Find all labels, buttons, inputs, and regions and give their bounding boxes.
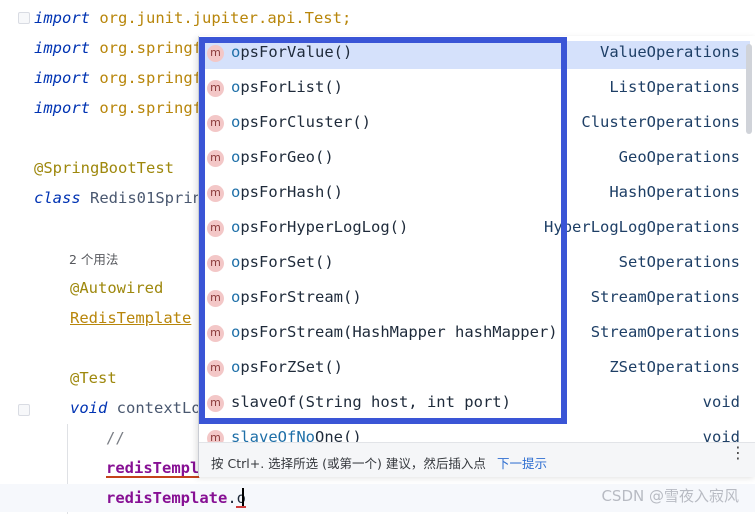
code-line-stmt-2[interactable]: redisTemplate.o — [106, 489, 246, 507]
fold-marker[interactable] — [18, 404, 30, 416]
completion-item-signature: opsForCluster() — [231, 113, 371, 131]
completion-item[interactable]: m opsForCluster() ClusterOperations — [199, 106, 755, 141]
completion-item-type: void — [702, 393, 740, 411]
completion-item-type: ClusterOperations — [581, 113, 740, 131]
method-icon: m — [207, 255, 224, 272]
code-line-method: void contextLo — [70, 399, 201, 417]
completion-item[interactable]: m opsForList() ListOperations — [199, 71, 755, 106]
completion-item-signature: opsForGeo() — [231, 148, 334, 166]
method-icon: m — [207, 80, 224, 97]
method-icon: m — [207, 290, 224, 307]
completion-item-type: ListOperations — [609, 78, 740, 96]
method-icon: m — [207, 360, 224, 377]
completion-item-signature: opsForHash() — [231, 183, 344, 201]
completion-item-type: GeoOperations — [618, 148, 740, 166]
selection-highlight — [205, 41, 750, 69]
completion-item-signature: opsForZSet() — [231, 358, 344, 376]
watermark: CSDN @雪夜入寂风 — [601, 487, 739, 505]
completion-item[interactable]: m opsForValue() ValueOperations — [199, 36, 755, 71]
completion-item[interactable]: m opsForHash() HashOperations — [199, 176, 755, 211]
method-icon: m — [207, 150, 224, 167]
error-squiggle — [236, 506, 246, 508]
text-caret — [242, 488, 244, 508]
completion-item-type: StreamOperations — [590, 288, 740, 306]
code-line-test: @Test — [70, 369, 117, 387]
method-icon: m — [207, 45, 224, 62]
completion-item-signature: opsForStream(HashMapper hashMapper) — [231, 323, 558, 341]
code-line-import-1: import org.junit.jupiter.api.Test; — [34, 9, 352, 27]
completion-item-signature: opsForHyperLogLog() — [231, 218, 409, 236]
code-line-import-2: import org.springf — [34, 39, 202, 57]
completion-item[interactable]: m opsForSet() SetOperations — [199, 246, 755, 281]
completion-item[interactable]: m opsForGeo() GeoOperations — [199, 141, 755, 176]
current-line-highlight — [0, 484, 755, 512]
popup-footer-hint: 按 Ctrl+. 选择所选 (或第一个) 建议，然后插入点 — [211, 456, 486, 471]
fold-marker[interactable] — [18, 12, 30, 24]
next-tip-link[interactable]: 下一提示 — [497, 456, 548, 471]
completion-item-signature: opsForList() — [231, 78, 344, 96]
code-line-autowired: @Autowired — [70, 279, 164, 297]
code-line-field: RedisTemplate — [70, 309, 192, 327]
completion-item[interactable]: m opsForStream(HashMapper hashMapper) Stre… — [199, 316, 755, 351]
completion-item[interactable]: m opsForHyperLogLog() HyperLogLogOperation… — [199, 211, 755, 246]
method-icon: m — [207, 115, 224, 132]
completion-item[interactable]: m slaveOf(String host, int port) void — [199, 386, 755, 421]
completion-item[interactable]: m opsForZSet() ZSetOperations — [199, 351, 755, 386]
completion-item-type: ValueOperations — [600, 43, 740, 61]
code-line-comment: // — [106, 429, 125, 447]
completion-item-type: SetOperations — [618, 253, 740, 271]
completion-item-type: HashOperations — [609, 183, 740, 201]
code-line-springboottest: @SpringBootTest — [34, 159, 174, 177]
method-icon: m — [207, 185, 224, 202]
method-icon: m — [207, 395, 224, 412]
completion-item-signature: opsForValue() — [231, 43, 353, 61]
completion-item-type: StreamOperations — [590, 323, 740, 341]
completion-item-type: void — [702, 428, 740, 446]
completion-item-signature: opsForSet() — [231, 253, 334, 271]
code-line-import-4: import org.springf — [34, 99, 202, 117]
completion-item-signature: opsForStream() — [231, 288, 362, 306]
indent-guide — [67, 424, 68, 514]
completion-item-type: HyperLogLogOperations — [544, 218, 740, 236]
method-icon: m — [207, 220, 224, 237]
completion-item-signature: slaveOfNoOne() — [231, 428, 362, 446]
code-line-import-3: import org.springf — [34, 69, 202, 87]
completion-item[interactable]: m opsForStream() StreamOperations — [199, 281, 755, 316]
method-icon: m — [207, 325, 224, 342]
completion-item-signature: slaveOf(String host, int port) — [231, 393, 511, 411]
completion-item-type: ZSetOperations — [609, 358, 740, 376]
usage-hint[interactable]: 2 个用法 — [69, 252, 119, 267]
code-line-class: class Redis01Sprin — [34, 189, 202, 207]
code-completion-popup[interactable]: m opsForValue() ValueOperations m opsForList… — [198, 36, 755, 477]
popup-footer: 按 Ctrl+. 选择所选 (或第一个) 建议，然后插入点 下一提示 ⋮ — [199, 442, 755, 477]
code-line-stmt-1: redisTempl — [106, 459, 200, 477]
more-options-icon[interactable]: ⋮ — [730, 443, 746, 462]
popup-scrollbar[interactable] — [746, 44, 752, 134]
